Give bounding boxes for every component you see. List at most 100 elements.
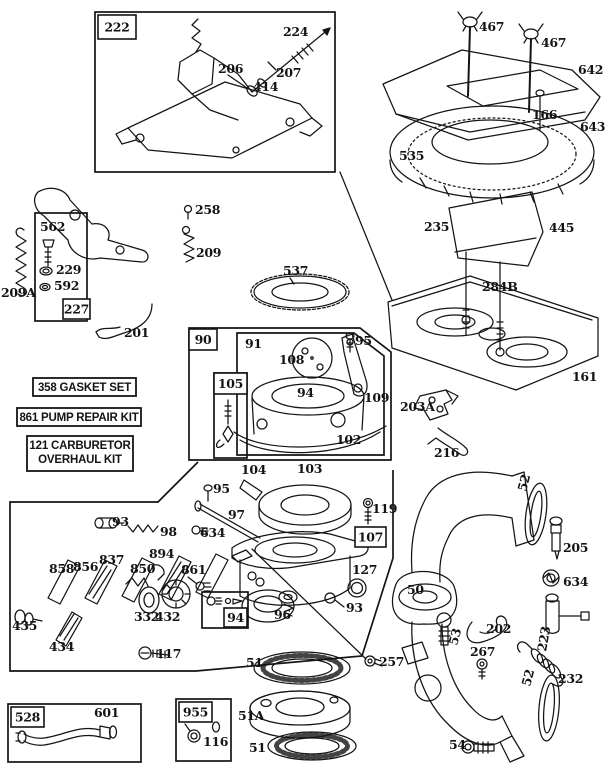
kit-label-line: 358 GASKET SET (38, 382, 131, 394)
part-label-955: 955 (183, 705, 208, 720)
air-cleaner-art (339, 11, 601, 391)
kit-label-line: OVERHAUL KIT (38, 454, 122, 466)
part-label-94: 94 (227, 610, 244, 625)
fitting-955-art (184, 721, 221, 743)
part-label-861: 861 (181, 562, 206, 577)
part-label-592: 592 (54, 278, 79, 293)
part-label-332: 332 (134, 609, 159, 624)
part-label-102: 102 (336, 432, 361, 447)
part-label-97: 97 (228, 507, 245, 522)
part-label-467: 467 (479, 19, 504, 34)
part-label-52: 52 (518, 668, 537, 688)
kit-labels-layer: 358 GASKET SET 861 PUMP REPAIR KIT 121 CAR… (16, 377, 142, 472)
part-label-257: 257 (379, 654, 404, 669)
air-horn-gasket-103 (258, 484, 352, 526)
part-label-235: 235 (424, 219, 449, 234)
part-label-91: 91 (245, 336, 262, 351)
part-label-642: 642 (578, 62, 603, 77)
part-label-528: 528 (15, 710, 41, 725)
part-label-119: 119 (372, 501, 397, 516)
part-label-104: 104 (241, 462, 267, 477)
part-label-54: 54 (449, 737, 466, 752)
part-label-202: 202 (486, 621, 511, 636)
part-label-52: 52 (514, 473, 533, 493)
inset-box-528 (7, 703, 142, 763)
part-label-98: 98 (160, 524, 177, 539)
part-box-222 (97, 14, 137, 40)
base-tray-161 (387, 275, 599, 391)
part-label-837: 837 (99, 552, 124, 567)
part-box-105 (213, 372, 248, 395)
inset-box-955 (175, 698, 232, 762)
part-label-53: 53 (445, 627, 464, 647)
part-label-537: 537 (283, 263, 308, 278)
kit-label-line: 861 PUMP REPAIR KIT (19, 412, 138, 424)
left-controls-art (15, 187, 195, 340)
control-bracket-222-art (115, 18, 331, 159)
part-label-95: 95 (355, 333, 372, 348)
part-label-858: 858 (49, 561, 75, 576)
inset-box-90 (188, 327, 392, 461)
part-label-51: 51 (249, 740, 266, 755)
filter-cartridge-643 (389, 105, 595, 199)
part-label-227: 227 (64, 302, 89, 317)
part-label-232: 232 (558, 671, 583, 686)
cover-642 (382, 49, 601, 141)
assembly-outline-107 (9, 461, 394, 672)
part-label-161: 161 (572, 369, 597, 384)
hose-528-art (15, 725, 118, 746)
part-label-117: 117 (156, 646, 181, 661)
part-label-467: 467 (541, 35, 566, 50)
part-label-103: 103 (297, 461, 322, 476)
wing-nut-icon (462, 16, 478, 28)
part-label-205: 205 (563, 540, 588, 555)
part-label-216: 216 (434, 445, 460, 460)
manifold-art (391, 389, 590, 763)
pump-stack-art (14, 553, 243, 660)
inset-box-94 (201, 591, 249, 629)
part-label-535: 535 (399, 148, 424, 163)
carb-lower-art (94, 479, 383, 667)
part-label-50: 50 (407, 582, 424, 597)
part-label-90: 90 (195, 332, 212, 347)
part-label-201: 201 (124, 325, 149, 340)
part-box-107 (354, 526, 387, 548)
part-label-850: 850 (130, 561, 156, 576)
part-label-562: 562 (40, 219, 65, 234)
part-label-127: 127 (352, 562, 377, 577)
gasket-537-art (250, 273, 350, 311)
part-label-267: 267 (470, 644, 495, 659)
part-label-414: 414 (253, 79, 279, 94)
part-label-166: 166 (532, 107, 558, 122)
foam-element-235 (448, 191, 544, 267)
part-label-209A: 209A (1, 285, 36, 300)
part-label-432: 432 (155, 609, 180, 624)
manifold-50 (410, 471, 513, 573)
part-label-634: 634 (563, 574, 589, 589)
wing-nut-icon (523, 28, 539, 40)
part-box-528 (10, 706, 45, 728)
part-label-51: 51 (246, 655, 263, 670)
part-label-207: 207 (276, 65, 301, 80)
inset-box-222 (94, 11, 336, 173)
part-label-445: 445 (549, 220, 574, 235)
part-label-107: 107 (358, 530, 383, 545)
part-label-96: 96 (274, 607, 291, 622)
kit-box-2 (26, 435, 134, 472)
part-label-209: 209 (196, 245, 221, 260)
part-label-93: 93 (112, 514, 129, 529)
part-label-894: 894 (149, 546, 175, 561)
part-label-109: 109 (364, 390, 389, 405)
kit-box-1 (16, 407, 142, 427)
part-box-94 (223, 607, 248, 628)
part-label-435: 435 (12, 618, 37, 633)
part-label-222: 222 (104, 20, 129, 35)
part-box-227 (62, 298, 91, 320)
kit-label-line: 121 CARBURETOR (29, 440, 131, 452)
part-box-90 (188, 328, 218, 351)
part-label-116: 116 (203, 734, 229, 749)
part-label-284B: 284B (482, 279, 517, 294)
inset-box-227 (34, 212, 88, 322)
